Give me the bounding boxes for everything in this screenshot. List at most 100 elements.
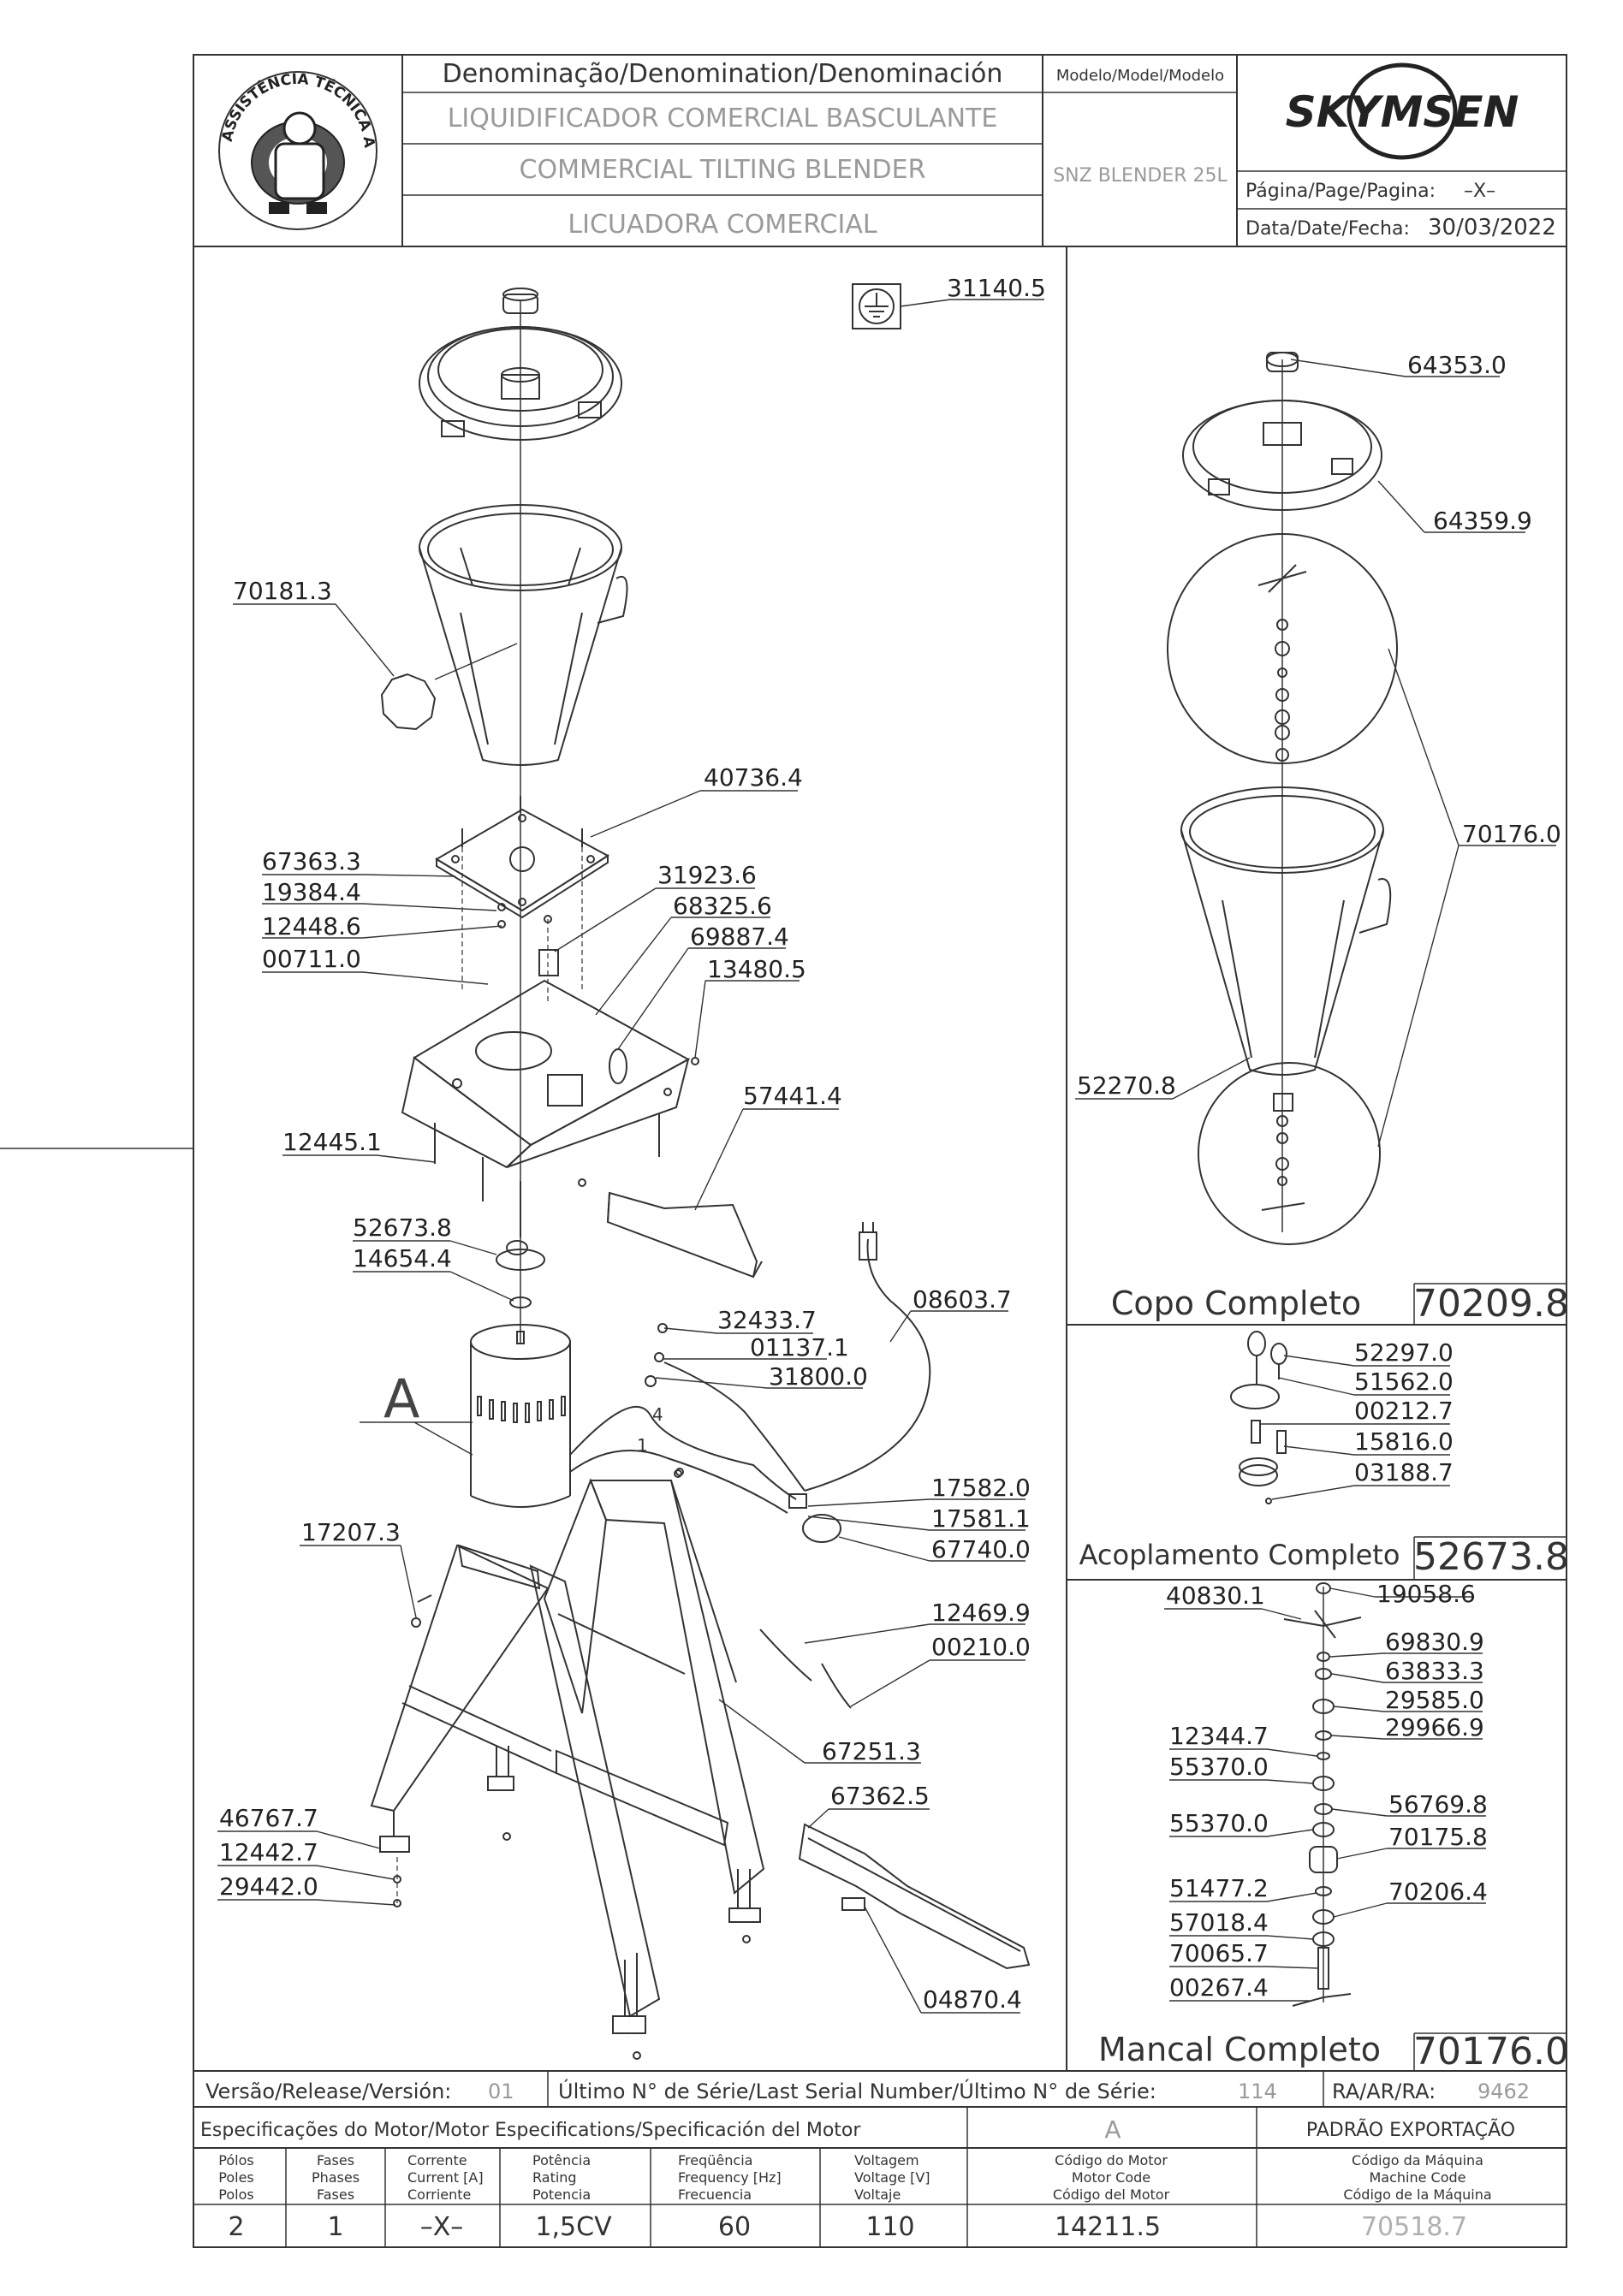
motor-letter: A [383, 1368, 419, 1430]
wire-label-1: 1 [637, 1435, 648, 1456]
svg-text:Motor Code: Motor Code [1072, 2169, 1150, 2186]
part-label: 19384.4 [262, 878, 361, 906]
bracket-part [578, 1178, 763, 1279]
version-label: Versão/Release/Versión: [205, 2079, 451, 2103]
acoplamento-part-label: 51562.0 [1354, 1368, 1454, 1396]
part-label: 17207.3 [301, 1518, 401, 1546]
part-label: 67362.5 [830, 1782, 930, 1810]
svg-text:Voltaje: Voltaje [854, 2186, 901, 2203]
rail-part [798, 1823, 1031, 1970]
copo-code: 70209.8 [1413, 1282, 1569, 1326]
part-label: 57441.4 [743, 1082, 842, 1110]
acoplamento-part-label: 15816.0 [1354, 1427, 1454, 1456]
part-label: 00210.0 [931, 1633, 1031, 1661]
product-name-en: COMMERCIAL TILTING BLENDER [520, 155, 926, 185]
stand-part [370, 1478, 765, 2060]
product-name-pt: LIQUIDIFICADOR COMERCIAL BASCULANTE [448, 104, 998, 133]
svg-text:Código do Motor: Código do Motor [1055, 2152, 1168, 2168]
serial-value: 114 [1238, 2079, 1277, 2103]
svg-text:Current [A]: Current [A] [407, 2169, 484, 2186]
acoplamento-part-label: 52297.0 [1354, 1338, 1454, 1367]
part-label: 00711.0 [262, 945, 361, 973]
svg-text:Corrente: Corrente [407, 2152, 467, 2168]
mancal-part-label: 40830.1 [1166, 1581, 1265, 1610]
coupling-part [496, 1181, 545, 1308]
spec-col-rating: Potência Rating Potencia 1,5CV [532, 2152, 612, 2242]
svg-text:Código de la Máquina: Código de la Máquina [1343, 2186, 1491, 2203]
svg-text:Phases: Phases [312, 2169, 360, 2186]
mounting-plate-part [435, 796, 609, 928]
svg-text:Código del Motor: Código del Motor [1053, 2186, 1170, 2203]
part-label: 01137.1 [750, 1333, 849, 1362]
version-value: 01 [488, 2079, 514, 2103]
part-label: 67363.3 [262, 847, 361, 875]
hose-part [759, 1629, 812, 1682]
mancal-code: 70176.0 [1413, 2030, 1569, 2074]
svg-text:Fases: Fases [317, 2152, 354, 2168]
page-value: –X– [1464, 181, 1495, 202]
part-label: 04870.4 [923, 1985, 1022, 2014]
part-label: 14654.4 [353, 1244, 452, 1273]
copo-title: Copo Completo [1111, 1284, 1361, 1322]
spec-col-motor-code: Código do Motor Motor Code Código del Mo… [1053, 2152, 1170, 2242]
part-label: 31800.0 [769, 1362, 868, 1391]
svg-text:Corriente: Corriente [407, 2186, 471, 2203]
acoplamento-part-label: 00212.7 [1354, 1397, 1454, 1425]
copo-assembly-drawing [1167, 352, 1398, 1245]
part-label: 70181.3 [233, 577, 332, 605]
svg-text:Código da Máquina: Código da Máquina [1352, 2152, 1483, 2168]
part-label: 69887.4 [690, 923, 789, 951]
svg-text:70518.7: 70518.7 [1361, 2212, 1467, 2242]
mancal-part-label: 57018.4 [1169, 1908, 1269, 1937]
part-label: 32433.7 [717, 1306, 817, 1334]
svg-text:Polos: Polos [218, 2186, 253, 2203]
mancal-part-label: 29585.0 [1385, 1686, 1484, 1714]
mancal-part-label: 70175.8 [1388, 1823, 1488, 1851]
spec-col-poles: Pólos Poles Polos 2 [218, 2152, 254, 2242]
part-label: 68325.6 [673, 892, 772, 920]
part-label: 31923.6 [657, 861, 757, 889]
part-label: 13480.5 [707, 955, 806, 983]
part-label: 52673.8 [353, 1213, 452, 1242]
part-label: 12442.7 [219, 1838, 318, 1866]
mancal-part-label: 19058.6 [1376, 1580, 1476, 1608]
wire-label-4: 4 [652, 1404, 663, 1425]
part-label: 12445.1 [282, 1128, 382, 1156]
spec-col-machine-code: Código da Máquina Machine Code Código de… [1343, 2152, 1491, 2242]
spec-label: Especificações do Motor/Motor Especifica… [200, 2120, 861, 2141]
model-label: Modelo/Model/Modelo [1056, 67, 1224, 85]
ra-value: 9462 [1477, 2079, 1530, 2103]
ground-symbol-icon [852, 283, 901, 329]
copo-part-label: 64353.0 [1407, 351, 1507, 379]
spec-col-current: Corrente Current [A] Corriente –X– [407, 2152, 484, 2242]
part-label: 17582.0 [931, 1474, 1031, 1502]
page-label: Página/Page/Pagina: [1245, 181, 1436, 202]
svg-text:–X–: –X– [420, 2212, 464, 2242]
cable-plug-part [645, 1222, 931, 1543]
svg-text:Freqüência: Freqüência [678, 2152, 752, 2168]
copo-part-label: 64359.9 [1433, 507, 1532, 535]
svg-text:Fases: Fases [317, 2186, 354, 2203]
base-housing-part [401, 949, 699, 1201]
brand-ring-icon [1347, 62, 1458, 160]
acoplamento-code: 52673.8 [1413, 1535, 1569, 1579]
mancal-part-label: 69830.9 [1385, 1628, 1484, 1656]
svg-text:2: 2 [228, 2212, 244, 2242]
copo-part-label: 52270.8 [1077, 1071, 1176, 1100]
part-label: 31140.5 [947, 274, 1046, 302]
svg-text:60: 60 [718, 2212, 751, 2242]
mancal-part-label: 51477.2 [1169, 1874, 1269, 1902]
screw-part [411, 1468, 684, 1628]
part-label: 46767.7 [219, 1804, 318, 1832]
product-name-es: LICUADORA COMERCIAL [568, 210, 877, 240]
part-label: 17581.1 [931, 1504, 1031, 1533]
service-seal-icon: ASSISTÊNCIA TÉCNICA AUTORIZADA [0, 0, 378, 230]
copo-part-label: 70176.0 [1462, 820, 1561, 848]
svg-text:14211.5: 14211.5 [1055, 2212, 1161, 2242]
mancal-part-label: 70206.4 [1388, 1878, 1488, 1906]
lid-part [419, 288, 622, 441]
spec-letter: A [1104, 2115, 1121, 2144]
mancal-title: Mancal Completo [1098, 2031, 1381, 2068]
svg-text:Frequency [Hz]: Frequency [Hz] [678, 2169, 782, 2186]
